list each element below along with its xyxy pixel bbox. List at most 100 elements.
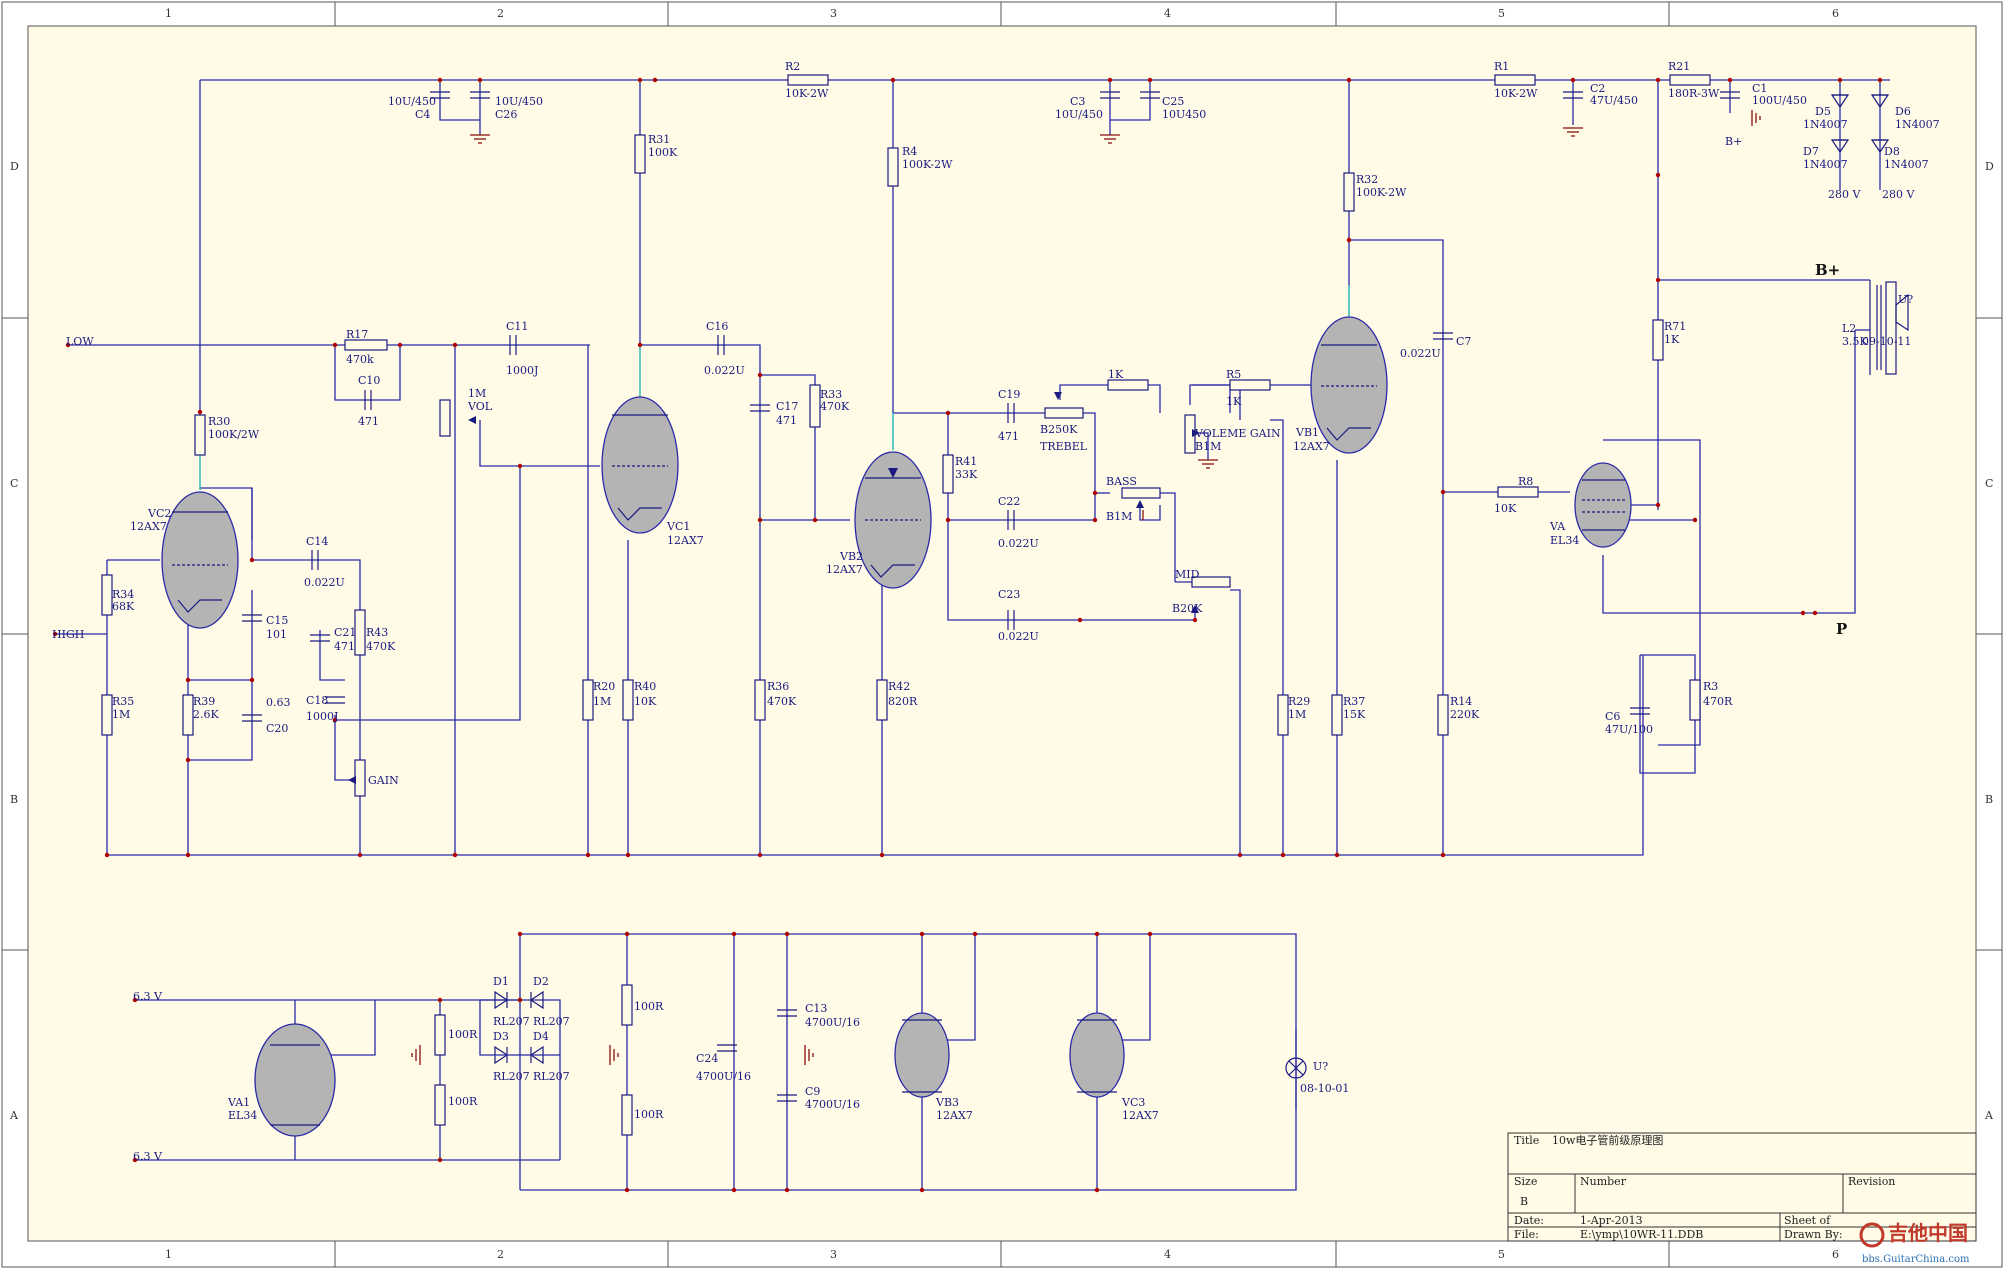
col-label: 3	[830, 1248, 837, 1261]
r14-ref: R14	[1450, 695, 1472, 708]
c21-value: 471	[334, 640, 355, 653]
col-label: 5	[1498, 7, 1505, 20]
d4-value: RL207	[533, 1070, 570, 1083]
c21-ref: C21	[334, 626, 356, 639]
r31-ref: R31	[648, 133, 670, 146]
row-label: D	[1985, 160, 1994, 173]
d8-ref: D8	[1884, 145, 1900, 158]
c19-value: 471	[998, 430, 1019, 443]
va1-type: EL34	[228, 1109, 257, 1122]
c17-ref: C17	[776, 400, 798, 413]
c22-ref: C22	[998, 495, 1020, 508]
r3-value: 470R	[1703, 695, 1733, 708]
r8-value: 10K	[1494, 502, 1517, 515]
net-low-label: LOW	[66, 335, 94, 348]
c25-value: 10U450	[1162, 108, 1206, 121]
c19-ref: C19	[998, 388, 1020, 401]
wiring	[55, 79, 1890, 1191]
c13-value: 4700U/16	[805, 1016, 860, 1029]
c7-value: 0.022U	[1400, 347, 1441, 360]
r43-ref: R43	[366, 626, 388, 639]
zone-column-markers: 1 2 3 4 5 6 1 2 3 4 5 6	[165, 2, 1839, 1267]
net-high-label: HIGH	[52, 628, 84, 641]
r36-ref: R36	[767, 680, 789, 693]
col-label: 1	[165, 1248, 172, 1261]
d2-ref: D2	[533, 975, 549, 988]
r4-value: 100K-2W	[902, 158, 953, 171]
rectifier-out-label: 280 V	[1828, 188, 1861, 201]
vc2-ref: VC2	[147, 507, 171, 520]
component-labels: 10U/450 C4 10U/450 C26 R2 10K-2W C3 10U/…	[112, 60, 1940, 1121]
vol-value: 1M	[468, 387, 486, 400]
output-transformer	[1869, 280, 1909, 375]
r4-ref: R4	[902, 145, 917, 158]
c17-value: 471	[776, 414, 797, 427]
vb1-ref: VB1	[1295, 426, 1319, 439]
c18-ref: C18	[306, 694, 328, 707]
r39-ref: R39	[193, 695, 215, 708]
r30-value: 100K/2W	[208, 428, 260, 441]
c9-value: 4700U/16	[805, 1098, 860, 1111]
c26-value: 10U/450	[495, 95, 543, 108]
c23-value: 0.022U	[998, 630, 1039, 643]
c26-ref: C26	[495, 108, 517, 121]
col-label: 1	[165, 7, 172, 20]
r20-ref: R20	[593, 680, 615, 693]
c13-ref: C13	[805, 1002, 827, 1015]
c10-ref: C10	[358, 374, 380, 387]
r35-ref: R35	[112, 695, 134, 708]
vc1-ref: VC1	[666, 520, 690, 533]
revision-label: Revision	[1848, 1175, 1895, 1188]
r3-ref: R3	[1703, 680, 1718, 693]
gain-ref: GAIN	[368, 774, 399, 787]
sheet-label: Sheet of	[1784, 1214, 1831, 1227]
r42-ref: R42	[888, 680, 910, 693]
col-label: 5	[1498, 1248, 1505, 1261]
row-label: C	[1985, 477, 1993, 490]
vb2-ref: VB2	[839, 550, 863, 563]
trebel-value: B250K	[1040, 423, 1078, 436]
ground-symbols	[411, 110, 1761, 1065]
volgain-value: B1M	[1195, 440, 1221, 453]
d1-ref: D1	[493, 975, 509, 988]
junction-dots	[52, 77, 1883, 1193]
c2-value: 47U/450	[1590, 94, 1638, 107]
c1-ref: C1	[1752, 82, 1767, 95]
r5-ref: R5	[1226, 368, 1241, 381]
c23-ref: C23	[998, 588, 1020, 601]
r33-ref: R33	[820, 388, 842, 401]
c14-value: 0.022U	[304, 576, 345, 589]
bplus-small-label: B+	[1725, 135, 1742, 148]
volgain-ref: VOLEME GAIN	[1194, 427, 1281, 440]
drawn-label: Drawn By:	[1784, 1228, 1843, 1241]
c15-ref: C15	[266, 614, 288, 627]
d4-ref: D4	[533, 1030, 549, 1043]
col-label: 6	[1832, 1248, 1839, 1261]
r34-value: 68K	[112, 600, 135, 613]
va1-ref: VA1	[227, 1096, 250, 1109]
d1-value: RL207	[493, 1015, 530, 1028]
row-label: B	[10, 793, 18, 806]
rh2-value: 100R	[448, 1095, 478, 1108]
r33-value: 470K	[820, 400, 850, 413]
r1-ref: R1	[1494, 60, 1509, 73]
r71-value: 1K	[1664, 333, 1680, 346]
r32-value: 100K-2W	[1356, 186, 1407, 199]
r35-value: 1M	[112, 708, 130, 721]
r17-value: 470k	[346, 353, 374, 366]
d8-value: 1N4007	[1884, 158, 1929, 171]
r40-ref: R40	[634, 680, 656, 693]
c6-value: 47U/100	[1605, 723, 1653, 736]
c2-ref: C2	[1590, 82, 1605, 95]
l2-value: 3.5K	[1842, 335, 1868, 348]
r31-value: 100K	[648, 146, 678, 159]
net-p-label: P	[1836, 620, 1847, 638]
l2-ref: L2	[1842, 322, 1856, 335]
col-label: 2	[497, 1248, 504, 1261]
title-block: Title 10w电子管前级原理图 Size B Number Revision…	[1507, 1132, 1977, 1242]
c9-ref: C9	[805, 1085, 820, 1098]
c24-value: 4700U/16	[696, 1070, 751, 1083]
c24-ref: C24	[696, 1052, 718, 1065]
col-label: 3	[830, 7, 837, 20]
